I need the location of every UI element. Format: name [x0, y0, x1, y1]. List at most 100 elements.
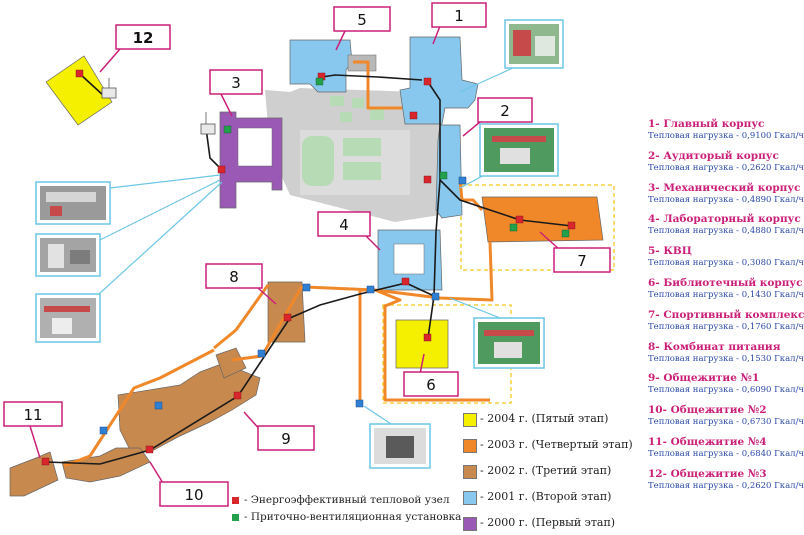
equipment-icon-12: [101, 78, 117, 99]
building-list-item-11: 11- Общежитие №4 Тепловая нагрузка - 0,6…: [648, 435, 804, 468]
callout-9: 9: [243, 411, 315, 451]
building-load: Тепловая нагрузка - 0,1760 Гкал/ч: [648, 321, 804, 332]
building-list-item-7: 7- Спортивный комплекс Тепловая нагрузка…: [648, 308, 804, 341]
callout-12-label: 12: [133, 29, 154, 47]
photo-2: [479, 123, 559, 177]
campus-courtyard: [265, 88, 445, 222]
legend-label-2002: - 2002 г. (Третий этап): [480, 464, 612, 477]
photo-3a: [35, 181, 111, 225]
callout-9-label: 9: [281, 430, 291, 448]
building-list-item-12: 12- Общежитие №3 Тепловая нагрузка - 0,2…: [648, 467, 804, 500]
building-name: 12- Общежитие №3: [648, 467, 767, 480]
callout-5: 5: [333, 6, 391, 51]
building-load: Тепловая нагрузка - 0,3080 Гкал/ч: [648, 258, 804, 269]
legend-stage-2002: - 2002 г. (Третий этап): [463, 464, 643, 480]
legend-swatch-2003: [463, 439, 477, 453]
building-list-item-9: 9- Общежитие №1 Тепловая нагрузка - 0,60…: [648, 372, 804, 404]
building-list-item-5: 5- КВЦ Тепловая нагрузка - 0,3080 Гкал/ч: [648, 245, 804, 277]
legend-swatch-heat-node: [232, 497, 239, 504]
building-name: 3- Механический корпус: [648, 181, 801, 194]
callout-4: 4: [317, 211, 381, 251]
legend-label-2000: - 2000 г. (Первый этап): [480, 516, 616, 529]
photo-6: [473, 317, 545, 369]
legend-stage-2004: - 2004 г. (Пятый этап): [463, 412, 643, 428]
legend-swatch-2000: [463, 517, 477, 531]
building-name: 5- КВЦ: [648, 245, 692, 258]
legend-stage-2001: - 2001 г. (Второй этап): [463, 490, 643, 506]
building-12: [45, 55, 113, 126]
photo-callouts: [35, 19, 564, 469]
building-name: 9- Общежитие №1: [648, 372, 760, 385]
building-list-item-1: 1- Главный корпус Тепловая нагрузка - 0,…: [648, 118, 804, 150]
callout-1: 1: [431, 2, 487, 45]
photo-connector: [369, 423, 431, 469]
building-name: 11- Общежитие №4: [648, 435, 767, 448]
building-name: 6- Библиотечный корпус: [648, 276, 803, 289]
callout-1-label: 1: [454, 7, 464, 25]
legend-label-heat-node: - Энергоэффективный тепловой узел: [244, 494, 450, 506]
building-list-item-8: 8- Комбинат питания Тепловая нагрузка - …: [648, 340, 804, 373]
callout-5-label: 5: [357, 11, 367, 29]
ventilation-units: [223, 77, 570, 238]
callout-3: 3: [209, 69, 263, 117]
building-load: Тепловая нагрузка - 0,2620 Гкал/ч: [648, 162, 804, 173]
legend-label-2003: - 2003 г. (Четвертый этап): [480, 438, 633, 451]
callout-2: 2: [462, 97, 533, 137]
building-name: 8- Комбинат питания: [648, 340, 781, 353]
equipment-icon-3: [200, 112, 216, 135]
callout-2-label: 2: [500, 102, 510, 120]
callout-7: 7: [539, 231, 611, 273]
callout-11: 11: [3, 401, 63, 459]
building-load: Тепловая нагрузка - 0,4890 Гкал/ч: [648, 194, 804, 205]
callout-7-label: 7: [577, 252, 587, 270]
building-load: Тепловая нагрузка - 0,1530 Гкал/ч: [648, 353, 804, 364]
building-load: Тепловая нагрузка - 0,4880 Гкал/ч: [648, 226, 804, 237]
building-name: 10- Общежитие №2: [648, 404, 767, 417]
callout-12: 12: [99, 24, 171, 73]
photo-3c: [35, 293, 101, 343]
building-load: Тепловая нагрузка - 0,9100 Гкал/ч: [648, 131, 804, 141]
building-4: [377, 229, 443, 291]
building-list-item-2: 2- Аудиторый корпус Тепловая нагрузка - …: [648, 149, 804, 182]
building-name: 4- Лабораторный корпус: [648, 213, 801, 226]
callout-10: 10: [149, 461, 229, 507]
callout-4-label: 4: [339, 216, 349, 234]
legend-swatch-2004: [463, 413, 477, 427]
building-load: Тепловая нагрузка - 0,6730 Гкал/ч: [648, 417, 804, 428]
legend-stage-2003: - 2003 г. (Четвертый этап): [463, 438, 643, 454]
pipe-connectors: [99, 176, 467, 435]
building-11: [9, 451, 59, 497]
callout-8-label: 8: [229, 268, 239, 286]
building-list-item-10: 10- Общежитие №2 Тепловая нагрузка - 0,6…: [648, 404, 804, 436]
building-3: [219, 111, 283, 209]
legend-label-ventilation: - Приточно-вентиляционная установка: [244, 511, 462, 523]
building-load: Тепловая нагрузка - 0,6840 Гкал/ч: [648, 448, 804, 459]
building-load: Тепловая нагрузка - 0,2620 Гкал/ч: [648, 480, 804, 491]
legend-swatch-ventilation: [232, 514, 239, 521]
building-list-item-6: 6- Библиотечный корпус Тепловая нагрузка…: [648, 276, 804, 309]
building-list-item-3: 3- Механический корпус Тепловая нагрузка…: [648, 181, 804, 214]
callout-6: 6: [403, 353, 459, 397]
number-callouts: 1 5 12 3 2 4 7: [3, 2, 611, 507]
callout-10-label: 10: [184, 486, 203, 504]
building-name: 1- Главный корпус: [648, 118, 765, 130]
legend-swatch-2002: [463, 465, 477, 479]
legend-label-2001: - 2001 г. (Второй этап): [480, 490, 612, 503]
photo-3b: [35, 233, 101, 277]
callout-11-label: 11: [23, 406, 42, 424]
photo-1: [504, 19, 564, 69]
legend-swatch-2001: [463, 491, 477, 505]
legend-label-2004: - 2004 г. (Пятый этап): [480, 412, 609, 425]
legend-stage-2000: - 2000 г. (Первый этап): [463, 516, 643, 532]
building-1: [399, 36, 479, 125]
building-name: 2- Аудиторый корпус: [648, 149, 779, 162]
building-list-item-4: 4- Лабораторный корпус Тепловая нагрузка…: [648, 213, 804, 245]
building-list: 1- Главный корпус Тепловая нагрузка - 0,…: [648, 118, 804, 500]
building-5: [289, 39, 377, 93]
building-name: 7- Спортивный комплекс: [648, 308, 804, 321]
heat-nodes: [41, 69, 576, 466]
building-load: Тепловая нагрузка - 0,6090 Гкал/ч: [648, 385, 804, 396]
building-load: Тепловая нагрузка - 0,1430 Гкал/ч: [648, 289, 804, 300]
callout-3-label: 3: [231, 74, 241, 92]
